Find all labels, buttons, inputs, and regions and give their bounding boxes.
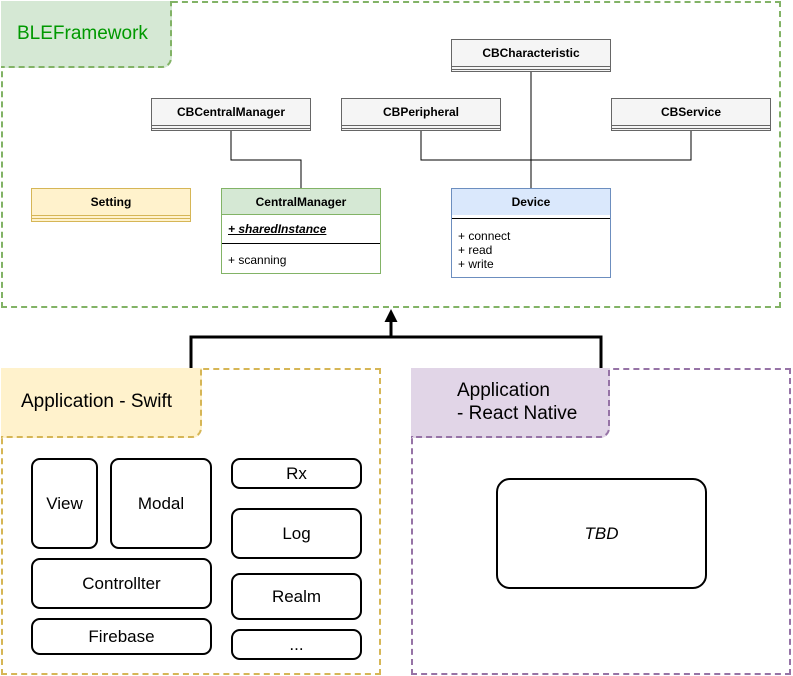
class-name: Setting <box>90 195 132 209</box>
component-tbd: TBD <box>496 478 707 589</box>
class-name: CBService <box>660 105 722 119</box>
class-name: CBCentralManager <box>176 105 286 119</box>
component-more: ... <box>231 629 362 660</box>
class-method-read: + read <box>458 243 493 257</box>
class-cbservice: CBService <box>611 98 771 131</box>
component-rx: Rx <box>231 458 362 489</box>
connector-apps-ble <box>189 335 603 368</box>
class-name: Device <box>452 189 610 215</box>
component-firebase: Firebase <box>31 618 212 655</box>
class-setting: Setting <box>31 188 191 222</box>
app-swift-title: Application - Swift <box>1 368 202 438</box>
class-name: CentralManager <box>222 189 380 215</box>
connector-cbperipheral-device <box>420 131 531 161</box>
class-method: + scanning <box>228 253 287 267</box>
component-controller: Controllter <box>31 558 212 609</box>
class-device: Device + connect + read + write <box>451 188 611 278</box>
arrowhead-icon <box>384 309 398 322</box>
component-view: View <box>31 458 98 549</box>
component-realm: Realm <box>231 573 362 620</box>
class-method-connect: + connect <box>458 229 511 243</box>
class-cbcharacteristic: CBCharacteristic <box>451 39 611 72</box>
class-name: CBCharacteristic <box>482 46 580 60</box>
class-method-write: + write <box>458 257 494 271</box>
ble-framework-group <box>1 1 781 308</box>
app-react-native-title: Application - React Native <box>411 368 610 438</box>
class-name: CBPeripheral <box>382 105 460 119</box>
class-cbcentralmanager: CBCentralManager <box>151 98 311 131</box>
component-log: Log <box>231 508 362 559</box>
class-static-attr: + sharedInstance <box>228 222 327 236</box>
class-centralmanager: CentralManager + sharedInstance + scanni… <box>221 188 381 274</box>
connector-cbcentral-central <box>230 131 302 189</box>
connector-cbservice-device <box>531 131 692 161</box>
component-modal: Modal <box>110 458 212 549</box>
ble-framework-title: BLEFramework <box>1 1 172 68</box>
class-cbperipheral: CBPeripheral <box>341 98 501 131</box>
